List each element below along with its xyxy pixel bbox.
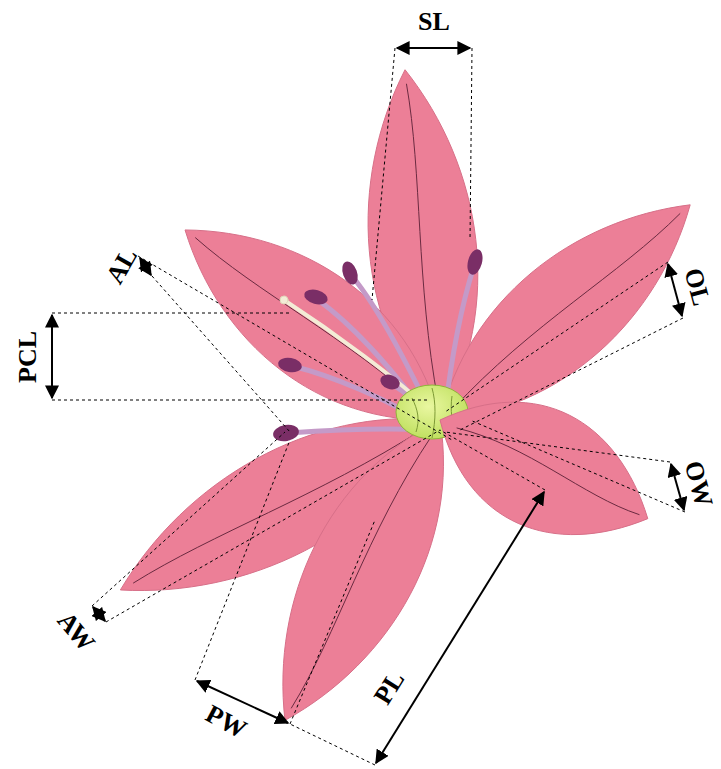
petal: [152, 186, 473, 464]
dimension-label: PW: [201, 701, 250, 744]
dimension-arrows: [52, 48, 684, 763]
dimension-label: SL: [418, 9, 450, 35]
dimension-label: OW: [679, 458, 716, 509]
midrib: [287, 433, 434, 709]
dimension-label: AL: [102, 244, 143, 288]
anthers: [272, 248, 485, 444]
midrib: [194, 235, 429, 412]
dimension-label: AW: [53, 608, 100, 657]
dimension-guides: [52, 48, 685, 765]
front-petal: [414, 366, 673, 573]
dimension-label: PCL: [15, 331, 41, 383]
midrib: [449, 210, 681, 410]
petals: [96, 64, 721, 745]
dimension-label: OL: [680, 265, 715, 308]
dimension-label: PL: [370, 667, 410, 709]
